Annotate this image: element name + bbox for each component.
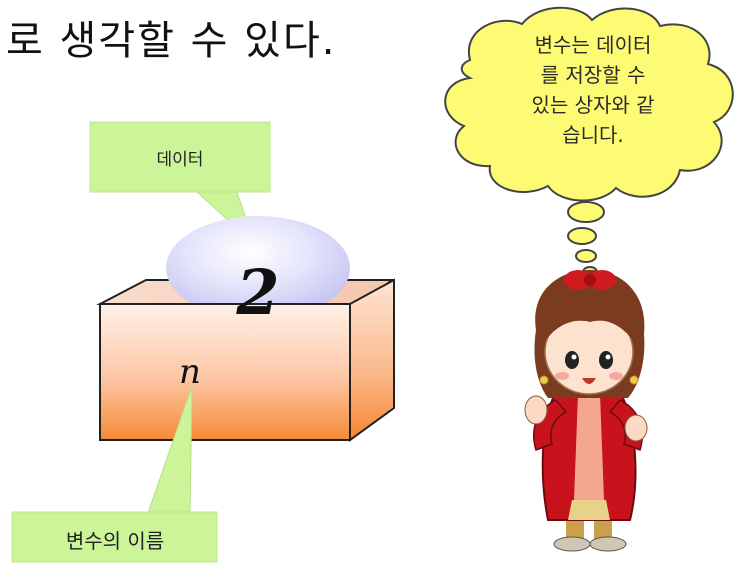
girl-hair-bow-left <box>564 270 592 290</box>
box-value: 2 <box>236 256 280 329</box>
box-front-face <box>99 303 351 441</box>
thought-bubble-line: 변수는 데이터 <box>534 33 652 57</box>
thought-bubble-cloud <box>444 6 734 202</box>
girl-shirt <box>574 394 604 500</box>
slide-title-fragment: 로 생각할 수 있다. <box>6 18 337 64</box>
data-callout-label: 데이터 <box>156 150 204 170</box>
box-side-face <box>349 278 395 442</box>
thought-dot-3 <box>575 249 597 263</box>
name-callout <box>11 385 218 563</box>
girl-mouth <box>582 378 596 384</box>
girl-left-shoe <box>553 536 591 552</box>
girl-right-hand <box>624 414 648 442</box>
name-callout-box <box>11 511 218 563</box>
variable-name-callout-label: 변수의 이름 <box>65 529 165 553</box>
girl-left-hand <box>524 395 548 425</box>
data-callout-box <box>89 121 271 193</box>
thought-bubble-text: 변수는 데이터 를 저장할 수 있는 상자와 같 습니다. <box>478 30 708 150</box>
thought-dot-2 <box>567 227 597 245</box>
girl-right-eye-highlight <box>605 354 611 360</box>
girl-right-eye <box>599 351 613 369</box>
thought-bubble-line: 습니다. <box>562 123 624 147</box>
thought-bubble-line: 있는 상자와 같 <box>531 93 655 117</box>
girl-right-earring <box>629 375 639 385</box>
girl-hair-bow-center <box>584 274 596 286</box>
girl-hair-bow-right <box>588 270 616 290</box>
data-sphere <box>166 216 350 320</box>
girl-bangs <box>546 297 637 344</box>
girl-left-eye <box>565 351 579 369</box>
thought-bubble-line: 를 저장할 수 <box>540 63 646 87</box>
girl-right-cheek <box>609 372 623 380</box>
girl-left-eye-highlight <box>571 354 577 360</box>
girl-left-earring <box>539 375 549 385</box>
girl-skirt <box>568 500 610 520</box>
girl-character-illustration <box>524 270 648 552</box>
thought-dot-1 <box>567 201 605 223</box>
variable-name-symbol: n <box>179 352 201 392</box>
girl-left-cheek <box>555 372 569 380</box>
girl-right-shoe <box>589 536 627 552</box>
